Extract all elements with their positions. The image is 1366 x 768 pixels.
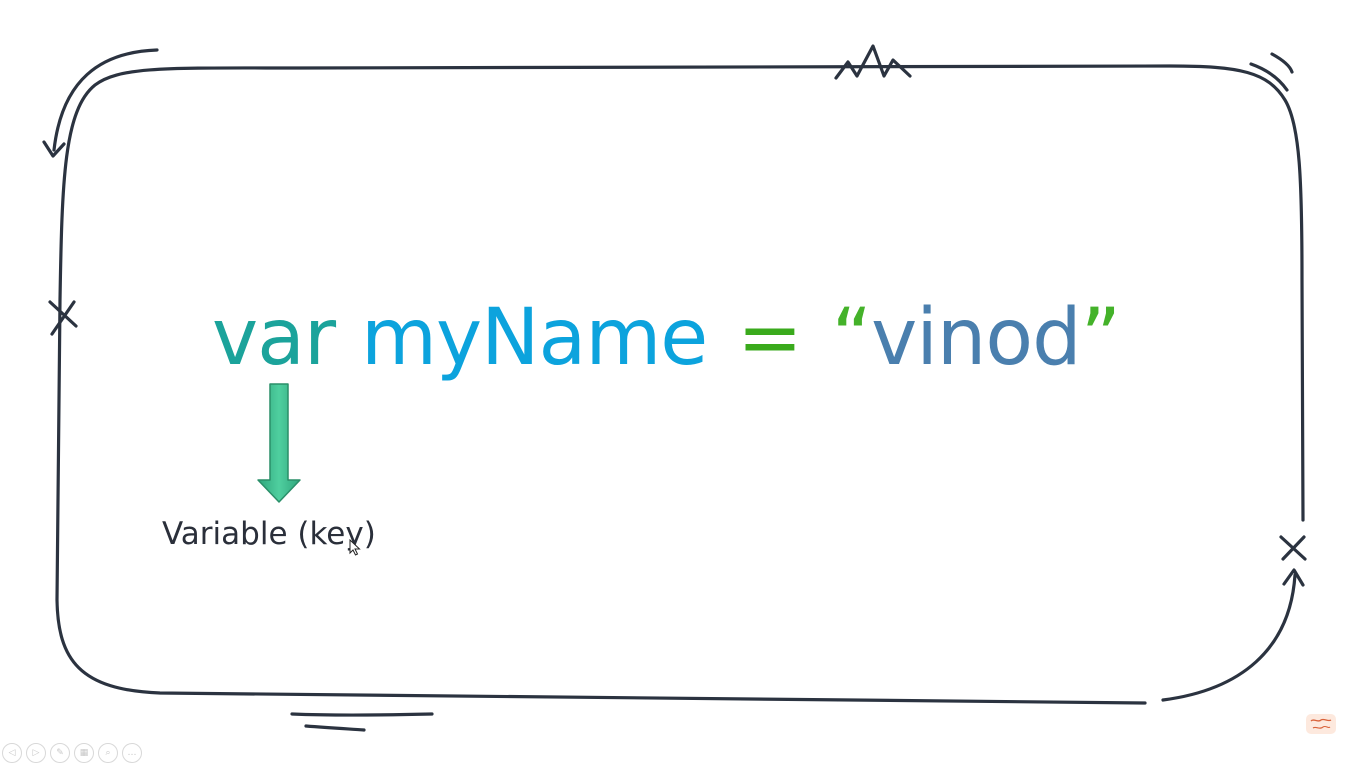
more-options-button[interactable]: …	[122, 743, 142, 763]
identifier-token: myName	[361, 293, 708, 383]
bottom-right-curve	[1161, 573, 1297, 702]
top-right-arc-inner	[1249, 62, 1289, 92]
next-slide-button[interactable]: ▷	[26, 743, 46, 763]
mouse-pointer-icon	[349, 539, 361, 556]
frame-outline	[55, 64, 1305, 705]
bottom-lines-lower	[304, 724, 366, 732]
zoom-icon: ⌕	[105, 748, 111, 758]
close-quote-token: ”	[1080, 293, 1121, 383]
open-quote-token: “	[831, 293, 872, 383]
next-icon: ▷	[32, 748, 40, 758]
previous-icon: ◁	[8, 748, 16, 758]
operator-token: =	[737, 293, 802, 383]
previous-slide-button[interactable]: ◁	[2, 743, 22, 763]
pen-tool-button[interactable]: ✎	[50, 743, 70, 763]
variable-key-label: Variable (key)	[162, 516, 376, 552]
more-options-icon: …	[127, 748, 137, 758]
see-all-slides-button[interactable]: ▦	[74, 743, 94, 763]
top-left-curve	[52, 48, 159, 152]
string-value-token: vinod	[871, 293, 1081, 383]
right-cross-mark	[1279, 535, 1307, 561]
code-statement: var myName = “vinod”	[212, 290, 1121, 386]
left-cross-mark	[48, 300, 78, 336]
slideshow-controls: ◁ ▷ ✎ ▦ ⌕ …	[2, 743, 142, 765]
slides-grid-icon: ▦	[79, 748, 89, 758]
bottom-right-arrowhead	[1282, 568, 1305, 587]
top-zigzag	[834, 44, 912, 80]
channel-logo-icon	[1306, 714, 1336, 734]
zoom-button[interactable]: ⌕	[98, 743, 118, 763]
top-left-arrowhead	[42, 140, 66, 158]
top-right-arc-outer	[1270, 52, 1294, 74]
pen-icon: ✎	[56, 748, 64, 758]
keyword-token: var	[212, 293, 336, 383]
down-arrow-icon	[257, 383, 301, 503]
bottom-lines-upper	[290, 712, 434, 717]
